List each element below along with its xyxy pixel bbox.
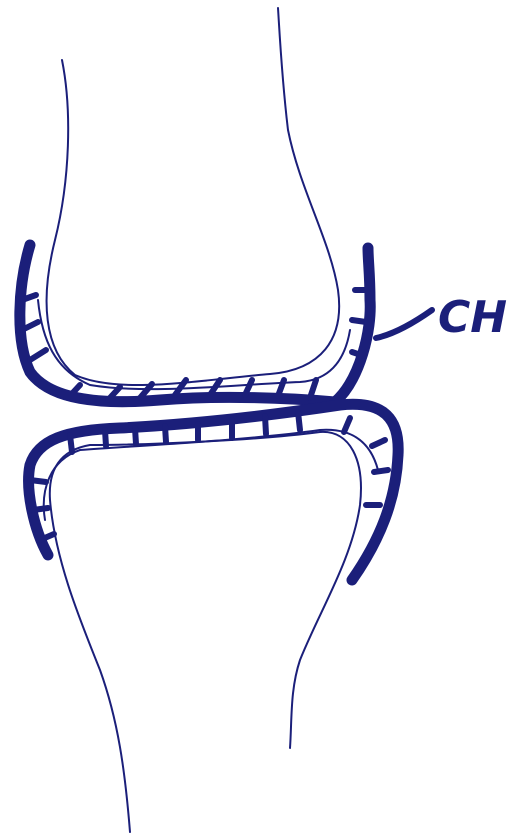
cartilage-label: CH: [438, 292, 507, 343]
hatch-mark: [298, 412, 300, 430]
hatch-mark: [105, 430, 106, 446]
hatch-mark: [265, 416, 266, 434]
hatch-mark: [352, 352, 364, 356]
hatch-mark: [30, 480, 46, 482]
label-leader-line: [376, 310, 432, 338]
upper-cartilage-hatching: [22, 290, 368, 400]
upper-cartilage-inner-line: [38, 300, 350, 389]
lower-bone-outline: [50, 432, 361, 832]
hatch-mark: [165, 426, 166, 442]
hatch-mark: [70, 435, 72, 452]
hatch-mark: [33, 508, 48, 510]
upper-bone-outline: [47, 8, 340, 385]
hatch-mark: [135, 428, 136, 444]
lower-cartilage-inner-line: [44, 430, 378, 520]
hatch-mark: [372, 440, 385, 446]
hatch-mark: [374, 470, 388, 472]
hatch-mark: [344, 418, 350, 432]
hatch-mark: [30, 350, 46, 360]
hatch-mark: [352, 320, 366, 322]
